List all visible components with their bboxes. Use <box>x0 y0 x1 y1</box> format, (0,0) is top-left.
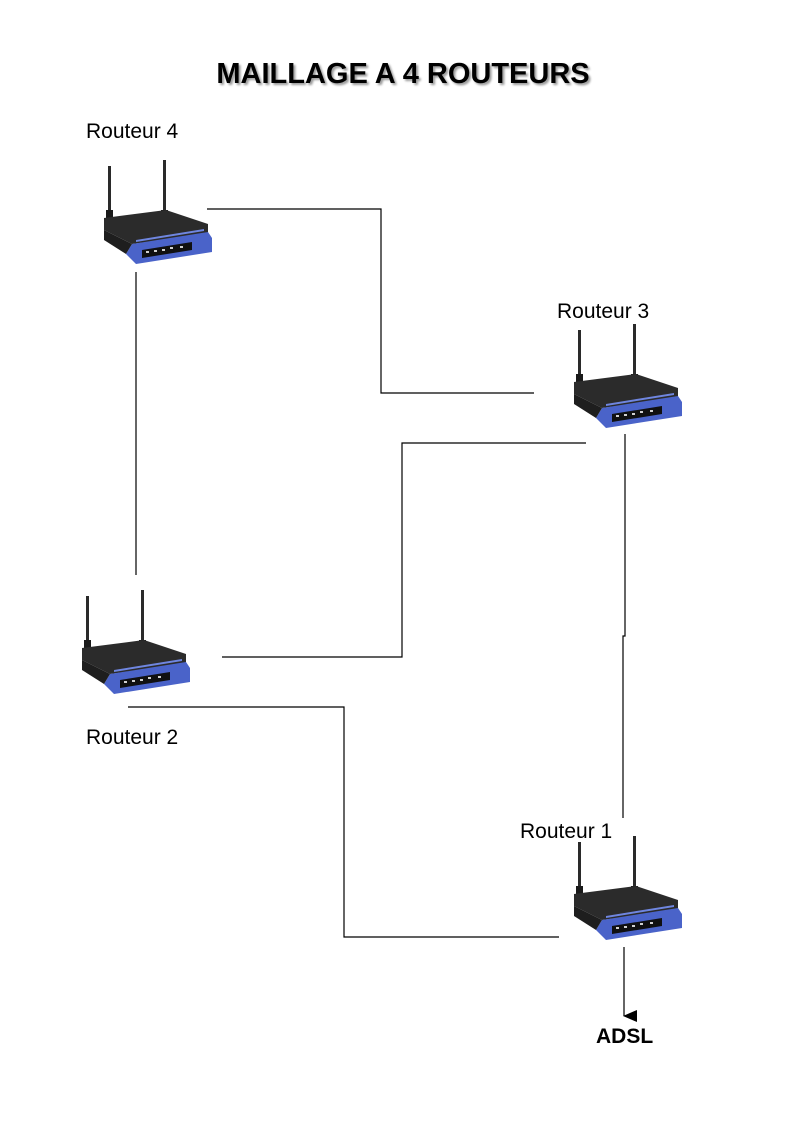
router-3-label: Routeur 3 <box>557 300 650 323</box>
connection-r4-r3 <box>207 208 534 394</box>
connection-r3-r1 <box>622 434 626 818</box>
router-4-icon <box>104 160 212 264</box>
router-3-icon <box>574 324 682 428</box>
connection-r2-r1 <box>128 706 559 938</box>
router-1-icon <box>574 836 682 940</box>
router-2-icon <box>82 590 190 694</box>
connection-r3-r2 <box>222 442 586 658</box>
router-4-label: Routeur 4 <box>86 120 179 143</box>
router-2-label: Routeur 2 <box>86 726 179 749</box>
router-1-label: Routeur 1 <box>520 820 613 843</box>
adsl-label: ADSL <box>596 1025 654 1048</box>
diagram-title: MAILLAGE A 4 ROUTEURS <box>216 58 590 90</box>
